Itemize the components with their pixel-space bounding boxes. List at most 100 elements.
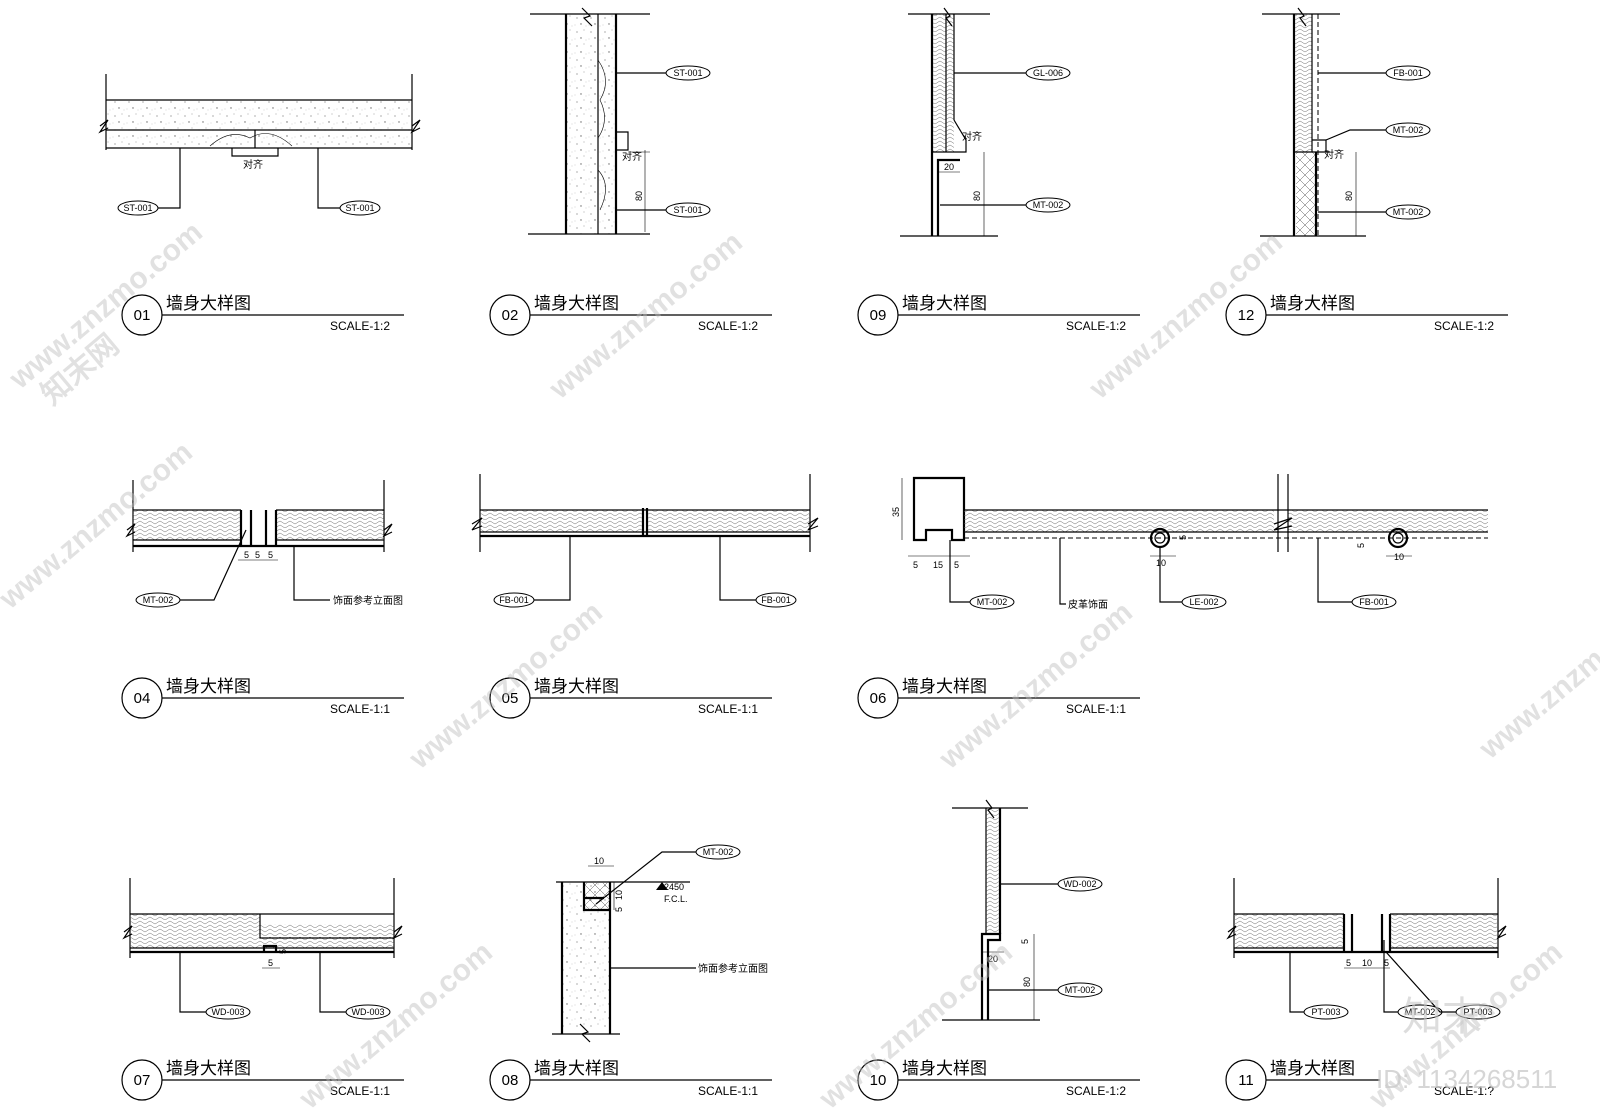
dim-label: 5: [1356, 543, 1366, 548]
detail-07: 5 5 WD-003 WD-003: [122, 878, 403, 1020]
watermark-id: ID: 1134268511: [1376, 1064, 1557, 1094]
material-tag: MT-002: [703, 847, 734, 857]
title-block-07: 07 墙身大样图 SCALE-1:1: [121, 1059, 404, 1101]
detail-number: 06: [870, 690, 887, 707]
detail-number: 12: [1238, 307, 1255, 324]
dim-label: 5: [278, 949, 288, 954]
detail-title: 墙身大样图: [1270, 294, 1355, 314]
note-fcl: F.C.L.: [664, 894, 688, 904]
material-tag: MT-002: [143, 595, 174, 605]
material-tag: ST-001: [673, 205, 702, 215]
dim-label: 35: [891, 507, 901, 517]
detail-08: 10 10 5 MT-002 2450 F.C.L. 饰面参考立面图: [552, 844, 768, 1043]
detail-scale: SCALE-1:1: [330, 1084, 390, 1098]
title-block-08: 08 墙身大样图 SCALE-1:1: [489, 1059, 772, 1101]
detail-title: 墙身大样图: [534, 677, 619, 697]
note-finish: 饰面参考立面图: [698, 962, 768, 975]
title-block-02: 02 墙身大样图 SCALE-1:2: [489, 294, 772, 336]
detail-scale: SCALE-1:1: [698, 1084, 758, 1098]
detail-number: 04: [134, 690, 151, 707]
material-tag: WD-003: [351, 1007, 384, 1017]
detail-scale: SCALE-1:2: [1066, 1084, 1126, 1098]
detail-06: 35 5 15 5 10 5 5 10 MT-002 皮革饰面 LE-002 F…: [891, 474, 1488, 611]
note-align: 对齐: [243, 158, 263, 171]
title-block-09: 09 墙身大样图 SCALE-1:2: [857, 294, 1140, 336]
detail-number: 01: [134, 307, 151, 324]
title-block-01: 01 墙身大样图 SCALE-1:2: [121, 294, 404, 336]
material-tag: LE-002: [1189, 597, 1218, 607]
title-block-12: 12 墙身大样图 SCALE-1:2: [1225, 294, 1508, 336]
detail-scale: SCALE-1:1: [698, 702, 758, 716]
detail-09: 对齐 GL-006 20 80 MT-002: [900, 7, 1071, 237]
dim-label: 80: [972, 191, 982, 201]
dim-label: 5: [255, 550, 260, 560]
detail-title: 墙身大样图: [902, 1059, 987, 1079]
detail-title: 墙身大样图: [166, 1059, 251, 1079]
material-tag: MT-002: [1393, 207, 1424, 217]
detail-title: 墙身大样图: [902, 677, 987, 697]
dim-label: 5: [913, 560, 918, 570]
dim-label: 20: [944, 162, 954, 172]
note-align: 对齐: [1324, 148, 1344, 161]
dim-label: 5: [614, 907, 624, 912]
detail-title: 墙身大样图: [902, 294, 987, 314]
watermark-layer: www.znzmo.com www.znzmo.com www.znzmo.co…: [0, 215, 1600, 1116]
material-tag: ST-001: [123, 203, 152, 213]
detail-number: 09: [870, 307, 887, 324]
dim-label: 10: [614, 890, 624, 900]
dim-label: 80: [634, 191, 644, 201]
watermark-text: www.znzmo.com: [1083, 225, 1289, 406]
material-tag: ST-001: [673, 68, 702, 78]
dim-label: 20: [988, 954, 998, 964]
note-align: 对齐: [622, 150, 642, 163]
dim-label: 5: [1384, 958, 1389, 968]
dim-label: 10: [1394, 552, 1404, 562]
detail-02: ST-001 对齐 80 ST-001: [528, 7, 711, 235]
detail-10: WD-002 20 5 80 MT-002: [942, 799, 1103, 1021]
note-align: 对齐: [962, 130, 982, 143]
dim-label: 10: [1156, 558, 1166, 568]
dim-label: 10: [1362, 958, 1372, 968]
detail-scale: SCALE-1:2: [1434, 319, 1494, 333]
detail-scale: SCALE-1:?: [1434, 1084, 1494, 1098]
detail-number: 11: [1238, 1072, 1254, 1089]
material-tag: PT-003: [1311, 1007, 1340, 1017]
detail-scale: SCALE-1:2: [330, 319, 390, 333]
dim-label: 80: [1022, 977, 1032, 987]
detail-number: 05: [502, 690, 519, 707]
note-leather: 皮革饰面: [1068, 598, 1108, 611]
material-tag: FB-001: [1393, 68, 1423, 78]
material-tag: FB-001: [1359, 597, 1389, 607]
detail-11: 5 10 5 PT-003 MT-002 PT-003: [1226, 878, 1507, 1020]
detail-scale: SCALE-1:1: [1066, 702, 1126, 716]
detail-number: 02: [502, 307, 519, 324]
detail-12: 对齐 FB-001 MT-002 80 MT-002: [1260, 7, 1431, 237]
watermark-text: www.znzmo.com: [1473, 585, 1600, 766]
detail-05: FB-001 FB-001: [471, 474, 819, 608]
dim-label: 5: [1346, 958, 1351, 968]
material-tag: ST-001: [345, 203, 374, 213]
material-tag: WD-003: [211, 1007, 244, 1017]
title-block-11: 11 墙身大样图 SCALE-1:?: [1225, 1059, 1494, 1101]
watermark-logo: 知末: [1402, 995, 1482, 1039]
detail-01: 对齐 ST-001 ST-001: [98, 74, 421, 216]
title-block-04: 04 墙身大样图 SCALE-1:1: [121, 677, 404, 719]
material-tag: PT-003: [1463, 1007, 1492, 1017]
detail-04: 5 5 5 MT-002 饰面参考立面图: [125, 480, 403, 608]
material-tag: MT-002: [1405, 1007, 1436, 1017]
material-tag: WD-002: [1063, 879, 1096, 889]
material-tag: MT-002: [977, 597, 1008, 607]
detail-title: 墙身大样图: [534, 1059, 619, 1079]
detail-scale: SCALE-1:2: [698, 319, 758, 333]
detail-title: 墙身大样图: [1270, 1059, 1355, 1079]
material-tag: FB-001: [761, 595, 791, 605]
detail-title: 墙身大样图: [166, 677, 251, 697]
detail-title: 墙身大样图: [166, 294, 251, 314]
material-tag: GL-006: [1033, 68, 1063, 78]
material-tag: MT-002: [1065, 985, 1096, 995]
dim-label: 15: [933, 560, 943, 570]
detail-scale: SCALE-1:1: [330, 702, 390, 716]
material-tag: MT-002: [1393, 125, 1424, 135]
material-tag: FB-001: [499, 595, 529, 605]
